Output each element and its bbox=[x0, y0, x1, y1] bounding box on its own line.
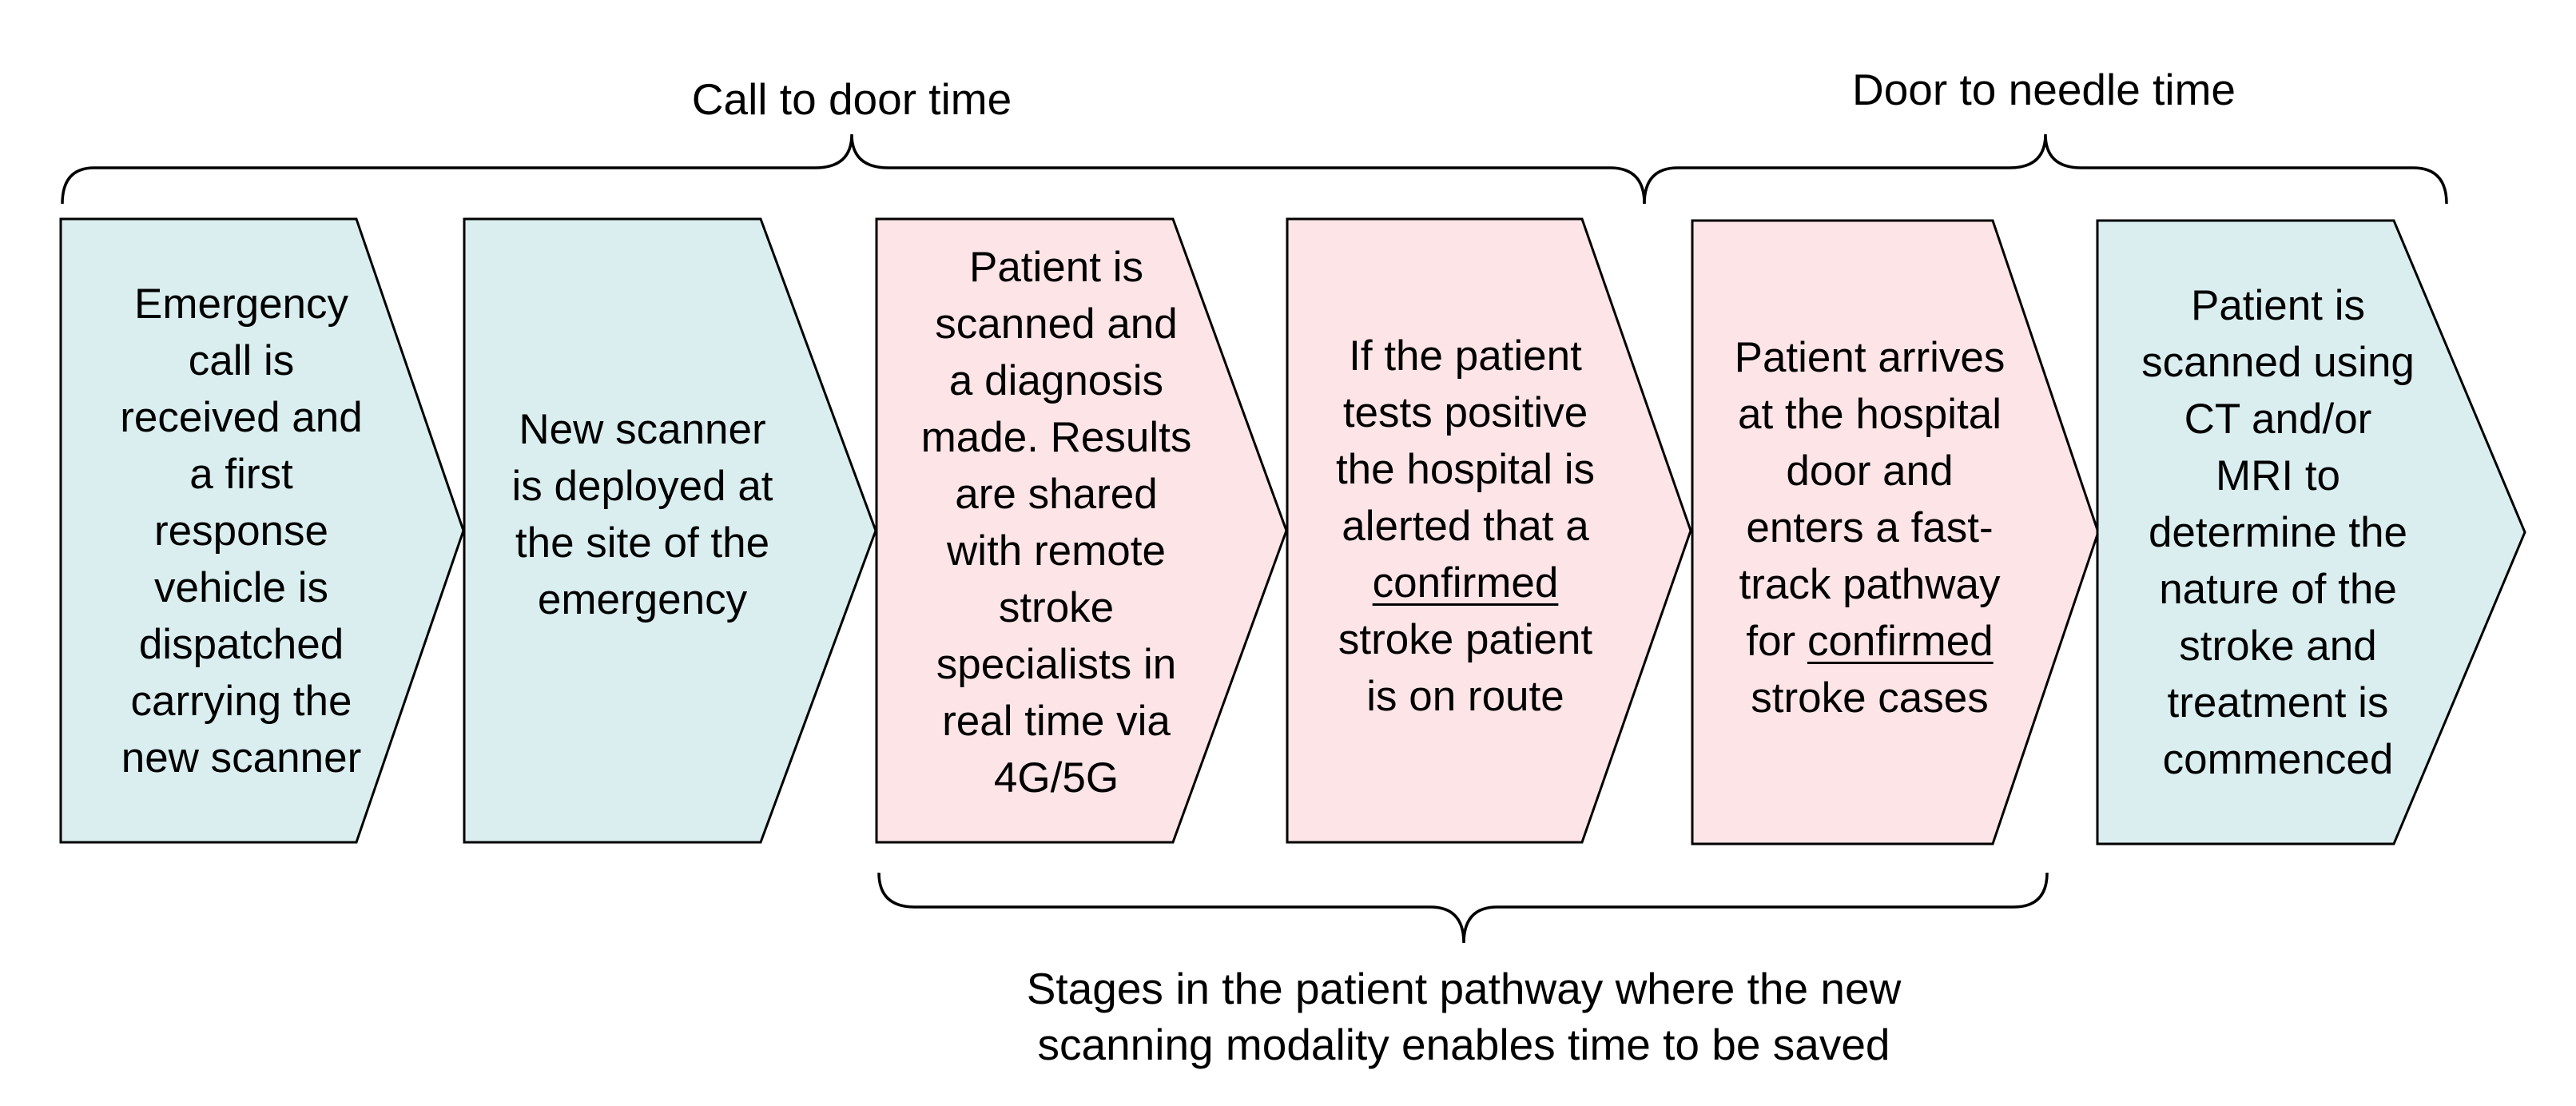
stage-6-line: CT and/or bbox=[2184, 395, 2372, 443]
stage-4-line: tests positive bbox=[1342, 388, 1588, 436]
stage-3-line: a diagnosis bbox=[948, 357, 1164, 404]
stage-5-line: at the hospital bbox=[1737, 390, 2002, 438]
stage-1-chevron bbox=[59, 217, 465, 844]
stage-1-line: Emergency bbox=[133, 280, 349, 328]
stage-6-line: treatment is bbox=[2167, 678, 2389, 726]
stage-2-line: emergency bbox=[537, 576, 748, 623]
stage-3-line: real time via bbox=[942, 698, 1171, 745]
stage-6-line: stroke and bbox=[2179, 622, 2377, 670]
stage-6-line: nature of the bbox=[2159, 565, 2397, 613]
stage-3-line: 4G/5G bbox=[993, 754, 1119, 802]
stage-2-text: New scanner is deployed at the site of t… bbox=[483, 203, 802, 826]
stage-6-chevron bbox=[2096, 219, 2526, 845]
stage-5-line: track pathway bbox=[1739, 560, 2001, 608]
stage-3-chevron bbox=[875, 217, 1288, 844]
stage-1-line: vehicle is bbox=[154, 563, 328, 611]
stage-5-chevron bbox=[1691, 219, 2100, 845]
time-saved-label-line-1: Stages in the patient pathway where the … bbox=[1026, 964, 1902, 1013]
stage-5-text: Patient arrives at the hospital door and… bbox=[1710, 216, 2029, 839]
time-saved-label: Stages in the patient pathway where the … bbox=[904, 961, 2023, 1072]
stage-1-line: received and bbox=[120, 393, 363, 441]
stage-2-chevron bbox=[463, 217, 877, 844]
stage-4-line: If the patient bbox=[1349, 332, 1582, 380]
stage-3-line: scanned and bbox=[935, 300, 1178, 348]
stage-3-line: Patient is bbox=[968, 244, 1143, 291]
stage-4-chevron bbox=[1286, 217, 1692, 844]
stage-1-line: new scanner bbox=[121, 734, 362, 782]
stage-5-line: stroke cases bbox=[1751, 674, 1989, 722]
stage-1-line: carrying the bbox=[130, 677, 352, 725]
stage-6-line: determine the bbox=[2148, 508, 2408, 556]
stage-3-text: Patient is scanned and a diagnosis made.… bbox=[896, 211, 1216, 834]
stage-6-line: MRI to bbox=[2215, 452, 2341, 499]
stage-2-line: the site of the bbox=[515, 519, 770, 567]
stage-3-line: made. Results bbox=[920, 414, 1192, 461]
stage-3-line: stroke bbox=[998, 584, 1115, 631]
stage-4-line: alerted that a bbox=[1342, 502, 1589, 550]
stage-1-text: Emergency call is received and a first r… bbox=[81, 219, 401, 842]
stage-3-line: are shared bbox=[955, 471, 1158, 518]
stage-4-line: is on route bbox=[1366, 672, 1564, 720]
door-to-needle-label: Door to needle time bbox=[1852, 65, 2236, 114]
time-saved-brace bbox=[877, 872, 2049, 944]
time-saved-label-line-2: scanning modality enables time to be sav… bbox=[1037, 1020, 1890, 1069]
stage-6-line: scanned using bbox=[2141, 338, 2415, 386]
call-to-door-brace bbox=[61, 133, 1646, 205]
stage-1-line: response bbox=[153, 507, 329, 555]
stage-6-text: Patient is scanned using CT and/or MRI t… bbox=[2114, 221, 2442, 844]
confirmed-underlined-word: confirmed bbox=[1807, 617, 1994, 665]
door-to-needle-brace bbox=[1643, 133, 2448, 205]
stage-3-line: specialists in bbox=[936, 641, 1177, 688]
stage-2-line: New scanner bbox=[519, 406, 766, 453]
stage-1-line: call is bbox=[188, 336, 295, 384]
stage-5-line: Patient arrives bbox=[1734, 333, 2006, 381]
stage-2-line: is deployed at bbox=[511, 463, 773, 510]
stage-3-line: with remote bbox=[947, 527, 1166, 575]
stage-1-line: a first bbox=[189, 450, 293, 498]
stage-6-line: commenced bbox=[2162, 735, 2394, 783]
stage-1-line: dispatched bbox=[138, 620, 344, 668]
stage-4-line: stroke patient bbox=[1338, 615, 1593, 663]
stage-4-line-confirmed: confirmed bbox=[1372, 559, 1559, 607]
stage-6-line: Patient is bbox=[2190, 281, 2365, 329]
stage-4-line: the hospital is bbox=[1335, 445, 1596, 493]
stage-4-text: If the patient tests positive the hospit… bbox=[1306, 214, 1625, 837]
call-to-door-label: Call to door time bbox=[691, 74, 1012, 124]
stage-5-line: door and bbox=[1786, 447, 1954, 495]
stage-5-line-confirmed: for confirmed bbox=[1746, 617, 1994, 665]
stage-5-line: enters a fast- bbox=[1746, 503, 1994, 551]
